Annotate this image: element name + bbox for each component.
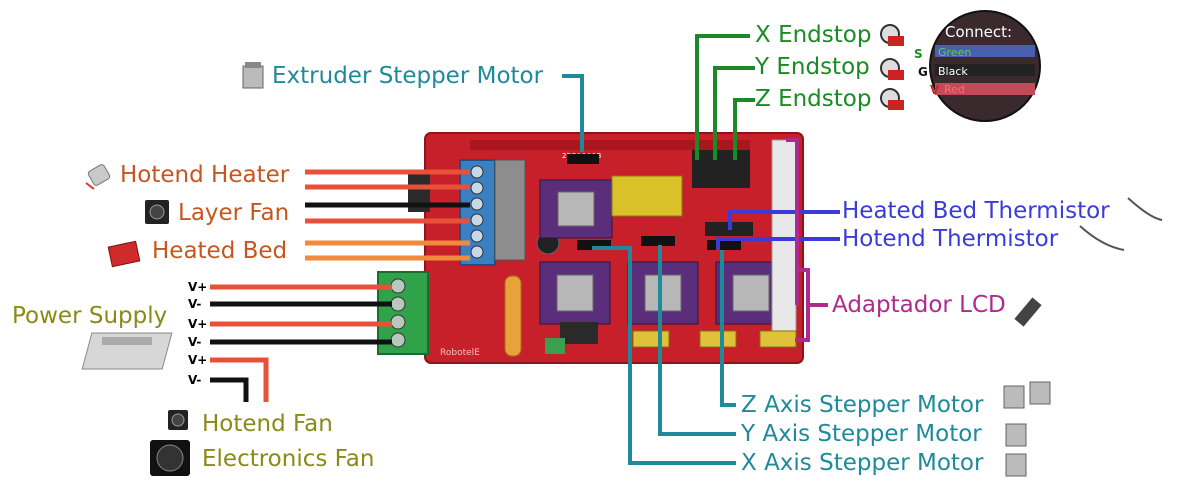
lcd-bracket (786, 138, 828, 342)
endstop-switch-icon (880, 58, 904, 80)
stepper-driver-x (539, 261, 611, 325)
ramps-board: RobotelE 2B 2A 1A 1B (377, 132, 804, 364)
power-supply-icon (81, 332, 173, 370)
label-y-axis-stepper: Y Axis Stepper Motor (741, 421, 982, 447)
heated-bed-icon (107, 240, 141, 268)
heater-fan-wires (305, 169, 470, 261)
endstop-switch-icon (880, 88, 904, 110)
electronics-fan-icon (150, 440, 190, 476)
connect-row-name: Green (938, 46, 971, 59)
power-pin-label: V+ (188, 353, 207, 367)
connect-row-prefix: S (914, 47, 923, 61)
thermistor-icon (1079, 197, 1163, 251)
power-terminal-blue (459, 159, 496, 266)
stepper-driver-extruder (539, 179, 613, 239)
thermistor-wires (716, 210, 840, 250)
connect-row-name: Red (944, 83, 965, 96)
connect-row-prefix: V (930, 83, 940, 97)
power-pin-label: V- (188, 297, 201, 311)
hotend-heater-icon (85, 164, 111, 190)
stepper-motor-icon (1005, 453, 1027, 477)
board-brand-text: RobotelE (440, 348, 480, 358)
label-layer-fan: Layer Fan (178, 200, 290, 226)
label-heated-bed-thermistor: Heated Bed Thermistor (842, 198, 1110, 224)
power-pin-label: V- (188, 335, 201, 349)
stepper-driver-y (627, 261, 699, 325)
connect-inset: Connect: S Green G Black V Red (914, 10, 1041, 122)
endstop-wires (695, 34, 755, 160)
stepper-motor-icon (1005, 423, 1027, 447)
pin-label: 2B (562, 152, 571, 160)
fan-icon (145, 200, 169, 224)
label-x-axis-stepper: X Axis Stepper Motor (741, 450, 984, 476)
power-pin-label: V+ (188, 317, 207, 331)
label-electronics-fan: Electronics Fan (202, 446, 375, 472)
label-z-endstop: Z Endstop (755, 86, 872, 112)
stepper-wires (562, 74, 736, 465)
endstop-switch-icon (880, 24, 904, 46)
stepper-motor-icon (242, 62, 264, 89)
power-pin-label: V- (188, 373, 201, 387)
connect-title: Connect: (945, 23, 1012, 41)
label-power-supply: Power Supply (12, 303, 168, 329)
label-hotend-thermistor: Hotend Thermistor (842, 226, 1059, 252)
stepper-motor-icon (1003, 381, 1051, 409)
label-x-endstop: X Endstop (755, 22, 872, 48)
label-heated-bed: Heated Bed (152, 238, 288, 264)
lcd-adapter-icon (1014, 297, 1042, 327)
label-hotend-fan: Hotend Fan (202, 411, 333, 437)
connect-row-name: Black (938, 65, 968, 78)
hotend-fan-icon (168, 410, 188, 430)
label-y-endstop: Y Endstop (755, 54, 870, 80)
power-pin-label: V+ (188, 280, 207, 294)
label-z-axis-stepper: Z Axis Stepper Motor (741, 392, 984, 418)
label-hotend-heater: Hotend Heater (120, 162, 290, 188)
label-extruder-stepper: Extruder Stepper Motor (272, 63, 544, 89)
connect-row-prefix: G (918, 65, 928, 79)
label-adaptador-lcd: Adaptador LCD (832, 292, 1006, 318)
power-supply-wires (210, 284, 392, 402)
